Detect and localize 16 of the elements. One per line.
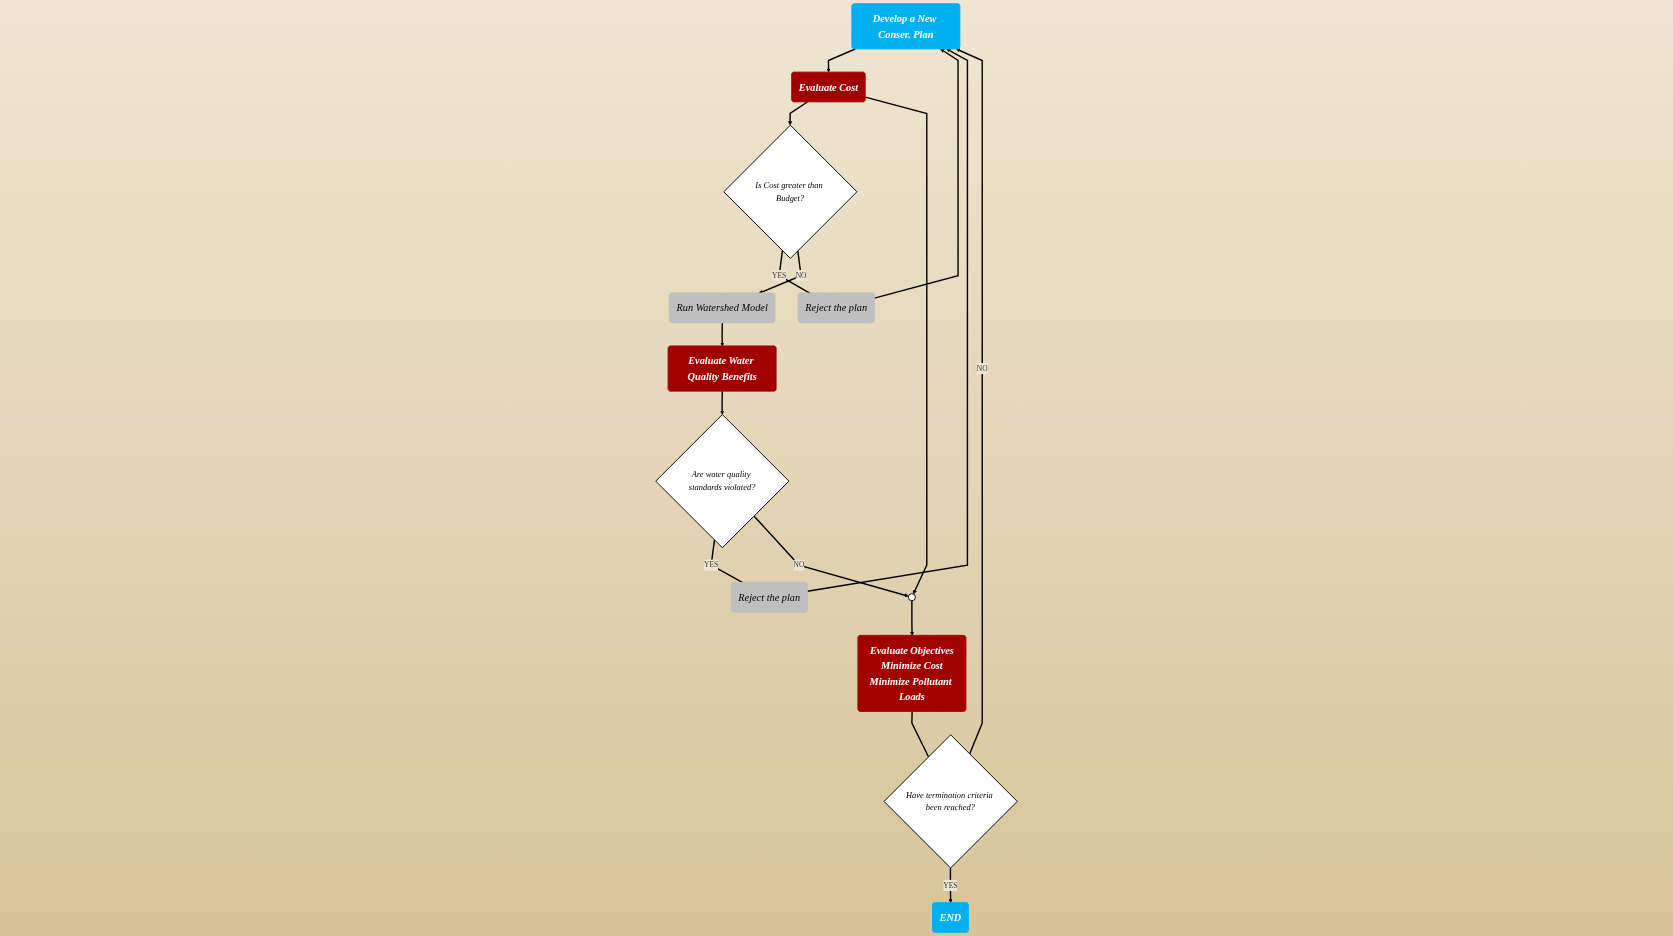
- arrow: [753, 515, 909, 598]
- arrow: [873, 48, 959, 299]
- arrow: [864, 96, 928, 595]
- arrow: [956, 48, 983, 755]
- node-diamond: Is Cost greater than Budget?: [723, 124, 858, 259]
- arrow: [720, 322, 725, 347]
- node-diamond: Are water quality standards violated?: [655, 414, 790, 549]
- arrow: [720, 390, 725, 415]
- node-circle: [907, 593, 916, 602]
- arrow: [758, 250, 802, 294]
- node-diamond: Have termination criteria been reached?: [883, 734, 1018, 869]
- arrow: [826, 48, 856, 73]
- arrow: [788, 101, 808, 126]
- arrow: [806, 48, 969, 592]
- arrow: [910, 600, 915, 636]
- connector: [911, 710, 930, 758]
